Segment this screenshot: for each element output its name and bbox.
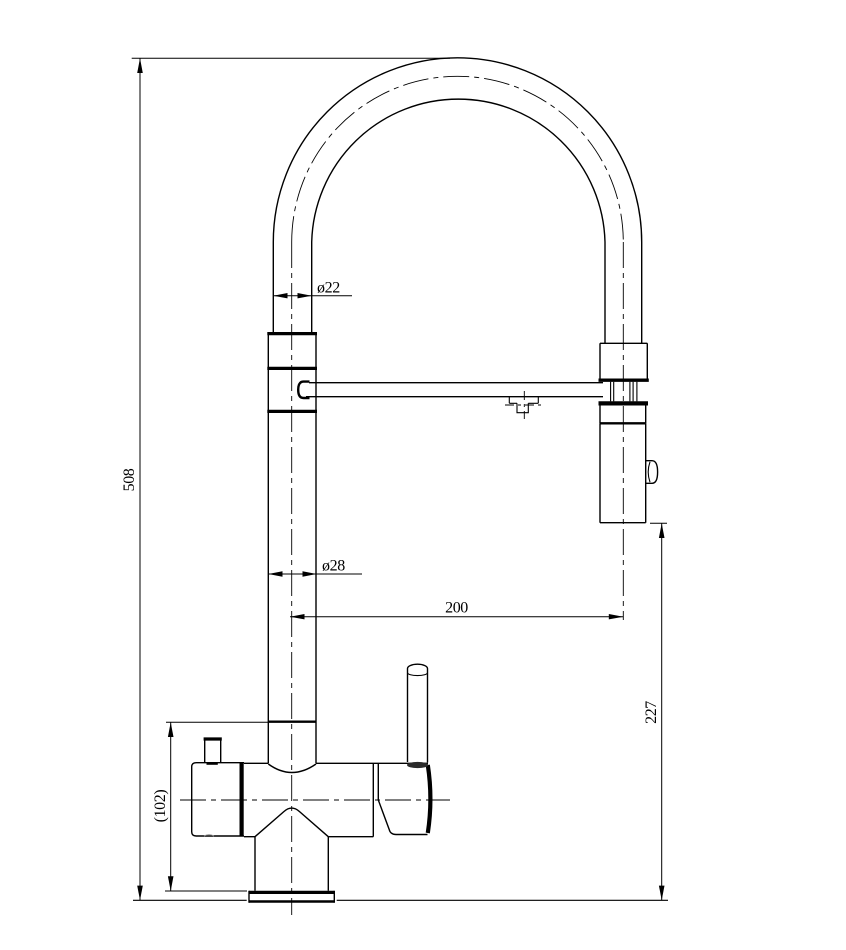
arrowhead-102-bottom [167,876,174,891]
dimension-body-height: (102) [152,721,268,892]
handle-lever-base-shadow [407,761,429,769]
filter-valve-bottom-detail [203,834,215,837]
head-collar [599,405,647,424]
handle-lever-cap [406,663,429,669]
dim-label-200: 200 [445,600,468,617]
dimension-overall-height: 508 [121,57,450,901]
dimension-spout-reach: 200 [290,600,624,620]
arrowhead-200-left [290,614,305,620]
base-column-sides [254,836,329,891]
base-assembly [133,836,668,903]
dim-label-227: 227 [643,701,660,724]
filter-lever-sides [204,740,222,763]
dim-label-508: 508 [121,468,138,491]
arrowhead-227-top [658,523,665,538]
filter-valve [191,737,244,837]
arrowhead-o22-right [297,293,312,299]
arrowhead-200-right [608,614,624,620]
left-collar-sides [267,332,317,413]
hose-end-collar [599,342,648,379]
arrowhead-o28-left [268,571,283,577]
arrowhead-102-top [167,722,174,737]
arch-outer-arc [272,57,643,243]
body-cone [254,807,329,838]
arch-inner-arc [311,98,606,243]
centerlines [180,75,624,915]
arrowhead-227-bottom [658,885,665,901]
handle-valve-left-edge [377,763,428,836]
dim-label-102: (102) [152,790,169,823]
handle-lever-cap-rim [406,672,429,677]
hose-arch [272,57,643,344]
support-bar-lines [306,382,603,398]
arrowhead-508-bottom [137,885,143,901]
support-bar-left-cap [296,380,310,400]
pipe-saddle-curve [267,763,317,774]
handle-valve-right-bulge [425,764,433,834]
handle-lever-sides [406,668,429,763]
arch-right-tube [604,242,643,344]
arrowhead-o22-left [273,293,288,299]
riser-pipe-sides [267,412,317,764]
handle-valve [377,663,433,836]
arrowhead-o28-right [302,571,317,577]
dim-label-o22: ø22 [317,280,340,297]
dimension-head-to-deck: 227 [643,522,667,901]
dimension-pipe-diameter: ø28 [268,558,362,577]
spray-button-inner-arc [647,461,651,483]
arch-left-tube [272,242,313,332]
head-ribbed-neck [610,381,638,402]
filter-valve-housing [191,762,244,837]
head-body [599,423,647,524]
spout-support-bar [296,380,603,414]
hose-clip [508,396,539,414]
hose-arch-centerline [291,75,624,243]
spray-head-assembly [598,342,659,524]
riser-pipe-assembly [267,331,317,764]
dimension-hose-diameter: ø22 [273,280,352,299]
spray-button [645,460,659,484]
arrowhead-508-top [137,58,143,73]
dim-label-o28: ø28 [322,558,345,575]
